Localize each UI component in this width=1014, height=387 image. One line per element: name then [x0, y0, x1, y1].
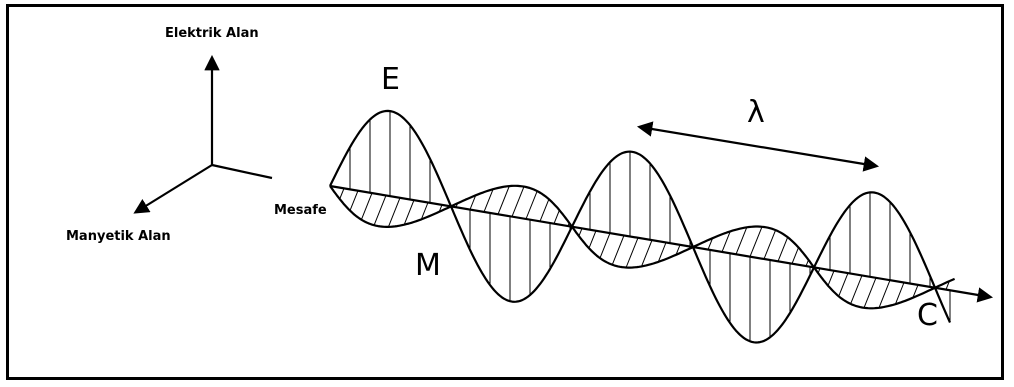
magnetic-hatch-line	[553, 210, 560, 224]
magnetic-hatch-line	[511, 186, 525, 217]
magnetic-hatch-line	[599, 232, 611, 259]
magnetic-hatch-line	[497, 185, 510, 215]
magnetic-hatch-line	[420, 202, 429, 220]
magnetic-hatch-line	[641, 240, 653, 267]
magnetic-hatch-line	[483, 189, 494, 213]
electric-wave	[329, 109, 952, 344]
magnetic-hatch-line	[360, 192, 373, 220]
magnetic-hatch-line	[675, 244, 681, 255]
distance-axis-label: Mesafe	[274, 203, 327, 218]
magnetic-field-axis-label: Manyetik Alan	[66, 229, 171, 244]
magnetic-hatch-line	[912, 284, 919, 298]
magnetic-hatch-line	[539, 199, 550, 222]
electric-field-axis-label: Elektrik Alan	[165, 26, 259, 41]
magnetic-hatch-line	[349, 190, 359, 211]
magnetic-hatch-line	[838, 272, 849, 297]
magnetic-hatch-line	[878, 280, 891, 308]
coordinate-axes: Elektrik Alan Manyetik Alan Mesafe	[66, 26, 327, 244]
magnetic-hatch-line	[611, 235, 625, 265]
magnetic-hatch-line	[339, 188, 345, 200]
magnetic-hatch-line	[657, 242, 667, 263]
magnetic-hatch-line	[721, 231, 731, 253]
magnetic-hatch-line	[588, 230, 597, 249]
magnetic-hatch-line	[525, 190, 538, 220]
propagation-axis	[329, 184, 994, 303]
magnetic-hatch-line	[403, 199, 415, 225]
magnetic-hatch-line	[469, 195, 477, 210]
magnetic-wave-hatching	[339, 185, 950, 308]
magnetic-hatch-line	[735, 227, 748, 255]
wavelength-label: λ	[747, 95, 765, 130]
wavelength-arrow	[636, 121, 880, 172]
magnetic-hatch-line	[850, 275, 863, 305]
magnetic-hatch-line	[827, 270, 835, 286]
magnetic-hatch-line	[863, 277, 877, 308]
magnetic-field-axis-arrow	[133, 164, 213, 214]
magnetic-hatch-line	[578, 228, 583, 237]
magnetic-hatch-line	[791, 247, 799, 264]
magnetic-wave-label: M	[415, 248, 441, 283]
magnetic-hatch-line	[894, 282, 905, 305]
magnetic-wave	[329, 184, 956, 310]
diagram-frame	[6, 4, 1004, 380]
speed-label: C	[917, 298, 938, 333]
magnetic-hatch-line	[763, 229, 777, 260]
magnetic-hatch-line	[373, 195, 387, 226]
magnetic-hatch-line	[749, 226, 763, 257]
electric-wave-hatching	[349, 111, 951, 342]
magnetic-hatch-line	[777, 237, 789, 262]
magnetic-hatch-line	[625, 237, 639, 268]
distance-axis-start	[211, 163, 273, 180]
electric-wave-label: E	[381, 62, 400, 97]
magnetic-hatch-line	[387, 197, 401, 228]
magnetic-hatch-line	[707, 238, 714, 250]
